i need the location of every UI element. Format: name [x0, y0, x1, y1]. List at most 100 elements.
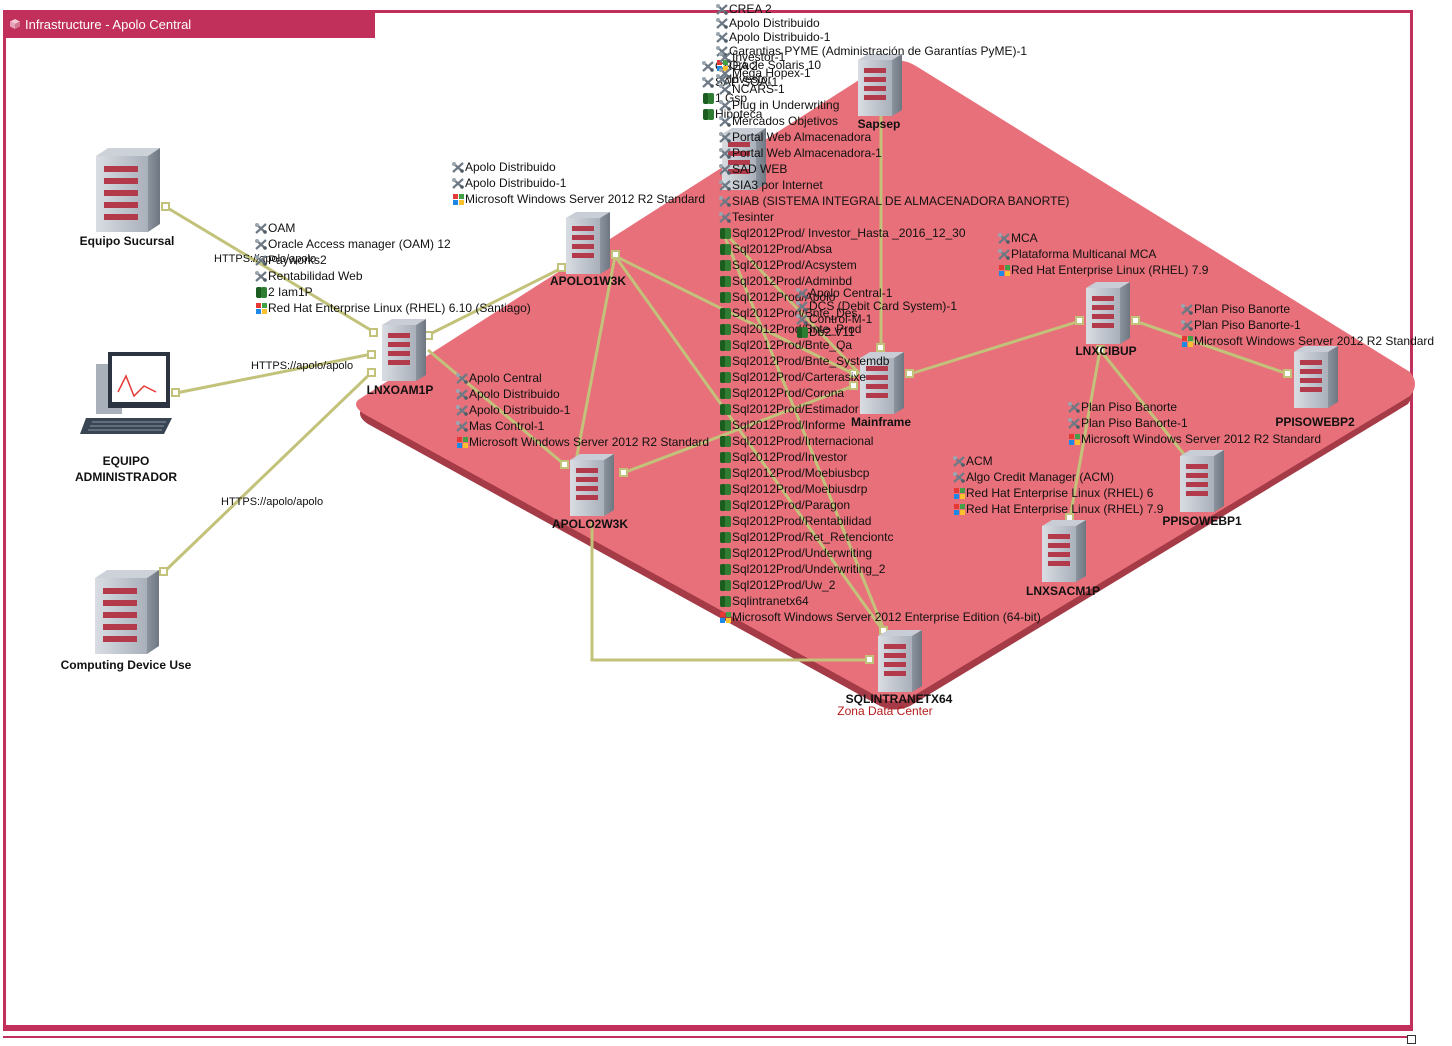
- node-ppisowebp2[interactable]: PPISOWEBP2: [1275, 346, 1355, 429]
- database-icon: [720, 484, 731, 495]
- software-item-label: Sql2012Prod/Acsystem: [732, 258, 857, 272]
- software-item-label: Sql2012Prod/Underwriting: [732, 546, 872, 560]
- link-label: HTTPS://apolo/apolo: [214, 253, 316, 265]
- software-list-lnxoam1p: OAM Oracle Access manager (OAM) 12 Paywork…: [253, 221, 531, 315]
- software-item-label: Portal Web Almacenadora: [732, 130, 872, 144]
- software-item-label: Red Hat Enterprise Linux (RHEL) 7.9: [1011, 263, 1209, 277]
- database-icon: [703, 93, 714, 104]
- software-item-label: Microsoft Windows Server 2012 R2 Standar…: [1081, 432, 1321, 446]
- node-apolo1w3k[interactable]: APOLO1W3K: [550, 212, 626, 288]
- software-item-label: Sql2012Prod/Bnte_Prod: [732, 322, 861, 336]
- database-icon: [720, 468, 731, 479]
- software-item-label: Sql2012Prod/Carterasixe: [732, 370, 866, 384]
- software-item-label: Payworks2: [268, 253, 327, 267]
- tools-icon: [253, 221, 269, 236]
- database-icon: [720, 420, 731, 431]
- database-icon: [720, 436, 731, 447]
- software-item-label: SAD WEB: [732, 162, 787, 176]
- software-item-label: Sql2012Prod/Uw_2: [732, 578, 836, 592]
- database-icon: [720, 292, 731, 303]
- windows-icon: [256, 303, 267, 314]
- node-lnxoam1p[interactable]: LNXOAM1P: [367, 319, 434, 397]
- tools-icon: [714, 16, 730, 31]
- software-item-label: Investor-1: [732, 50, 786, 64]
- server-icon: [1294, 346, 1338, 408]
- server-icon: [1086, 282, 1130, 344]
- node-mainframe[interactable]: Mainframe: [851, 352, 911, 429]
- database-icon: [720, 244, 731, 255]
- software-item-label: Sql2012Prod/Bnte_Des: [732, 306, 857, 320]
- server-icon: [382, 319, 426, 381]
- software-item-label: Portal Web Almacenadora-1: [732, 146, 882, 160]
- server-icon: [566, 212, 610, 274]
- database-icon: [720, 276, 731, 287]
- software-item-label: Sql2012Prod/Informe: [732, 418, 846, 432]
- database-icon: [720, 260, 731, 271]
- software-item-label: Sql2012Prod/Moebiusbcp: [732, 466, 870, 480]
- database-icon: [720, 372, 731, 383]
- tools-icon: [450, 160, 466, 175]
- database-icon: [720, 580, 731, 591]
- software-item-label: Sql2012Prod/Investor: [732, 450, 847, 464]
- node-label: Computing Device Use: [61, 658, 192, 672]
- node-label: LNXOAM1P: [367, 383, 434, 397]
- software-item-label: Sql2012Prod/ Investor_Hasta _2016_12_30: [732, 226, 966, 240]
- node-lnxsacm1p[interactable]: LNXSACM1P: [1026, 520, 1100, 598]
- software-item-label: Mercados Objetivos: [732, 114, 838, 128]
- software-item-label: Sql2012Prod/Internacional: [732, 434, 873, 448]
- tools-icon: [450, 176, 466, 191]
- node-computing-device[interactable]: Computing Device Use: [61, 570, 192, 672]
- software-item-label: Hipoteca: [715, 107, 763, 121]
- software-item-label: Apolo Distribuido-1: [729, 30, 831, 44]
- software-item-label: Sqlintranetx64: [732, 594, 809, 608]
- tools-icon: [714, 30, 730, 45]
- node-lnxcibup[interactable]: LNXCIBUP: [1075, 282, 1137, 358]
- software-item-label: Sql2012Prod/Corona: [732, 386, 844, 400]
- database-icon: [720, 452, 731, 463]
- software-item-label: Microsoft Windows Server 2012 R2 Standar…: [465, 192, 705, 206]
- software-item-label: SAP SOA-1: [715, 75, 778, 89]
- node-label: Mainframe: [851, 415, 911, 429]
- software-item-label: Red Hat Enterprise Linux (RHEL) 7.9: [966, 502, 1164, 516]
- server-icon: [1180, 450, 1224, 512]
- software-item-label: Algo Credit Manager (ACM): [966, 470, 1114, 484]
- node-label: EQUIPO: [103, 454, 150, 468]
- software-item-label: Microsoft Windows Server 2012 R2 Standar…: [469, 435, 709, 449]
- software-item-label: Sql2012Prod/Paragon: [732, 498, 850, 512]
- workstation-icon: [80, 352, 172, 434]
- database-icon: [797, 327, 808, 338]
- node-label: APOLO1W3K: [550, 274, 626, 288]
- cube-icon: [10, 19, 20, 29]
- software-item-label: Apolo Distribuido: [465, 160, 556, 174]
- resize-handle[interactable]: [1407, 1035, 1416, 1044]
- node-sapsep[interactable]: Sapsep: [858, 54, 902, 131]
- server-tower-icon: [96, 148, 160, 232]
- node-sqlintranetx64[interactable]: SQLINTRANETX64: [846, 630, 953, 706]
- software-item-label: Apolo Distribuido: [729, 16, 820, 30]
- software-item-label: Oracle Access manager (OAM) 12: [268, 237, 451, 251]
- node-equipo-administrador[interactable]: EQUIPO ADMINISTRADOR: [75, 352, 177, 484]
- software-item-label: Plan Piso Banorte: [1194, 302, 1290, 316]
- database-icon: [720, 500, 731, 511]
- software-item-label: Tesinter: [732, 210, 774, 224]
- node-equipo-sucursal[interactable]: Equipo Sucursal: [80, 148, 175, 248]
- node-apolo2w3k[interactable]: APOLO2W3K: [552, 454, 628, 531]
- software-item-label: Investor: [729, 72, 772, 86]
- database-icon: [720, 356, 731, 367]
- database-icon: [720, 388, 731, 399]
- database-icon: [720, 548, 731, 559]
- software-item-label: OAM: [268, 221, 295, 235]
- node-label: PPISOWEBP2: [1275, 415, 1355, 429]
- software-item-label: Sql2012Prod/Rentabilidad: [732, 514, 871, 528]
- node-label: ADMINISTRADOR: [75, 470, 177, 484]
- node-ppisowebp1[interactable]: PPISOWEBP1: [1162, 450, 1242, 528]
- software-item-label: Sql2012Prod/Bnte_Systemdb: [732, 354, 890, 368]
- software-item-label: DCS (Debit Card System)-1: [809, 299, 957, 313]
- software-item-label: Sql2012Prod/Underwriting_2: [732, 562, 886, 576]
- software-item-label: Control-M-1: [809, 312, 873, 326]
- software-item-label: Rentabilidad Web: [268, 269, 363, 283]
